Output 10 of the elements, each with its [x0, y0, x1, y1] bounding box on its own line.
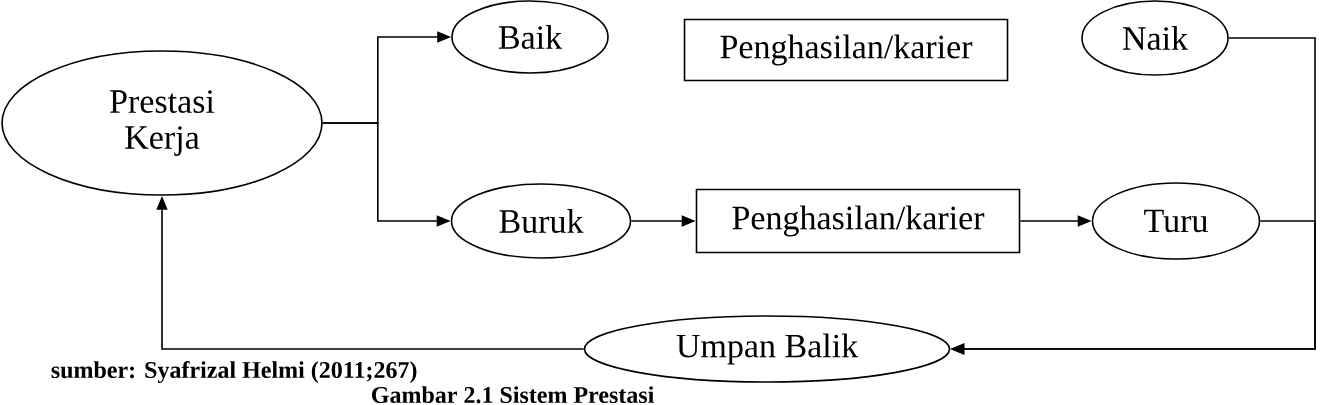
- ellipse-node: Naik: [1081, 0, 1229, 76]
- process-box: Penghasilan/karier: [683, 18, 1009, 82]
- caption: Gambar 2.1 Sistem Prestasi: [372, 386, 654, 404]
- ellipse-node: Turu: [1091, 182, 1261, 260]
- ellipse-node: Buruk: [450, 183, 632, 259]
- ellipse-node: Umpan Balik: [583, 315, 951, 383]
- source-note: sumber: Syafrizal Helmi (2011;267): [51, 360, 417, 384]
- ellipse-node: Prestasi Kerja: [1, 50, 323, 196]
- process-box: Penghasilan/karier: [695, 188, 1021, 254]
- ellipse-node: Baik: [451, 0, 609, 74]
